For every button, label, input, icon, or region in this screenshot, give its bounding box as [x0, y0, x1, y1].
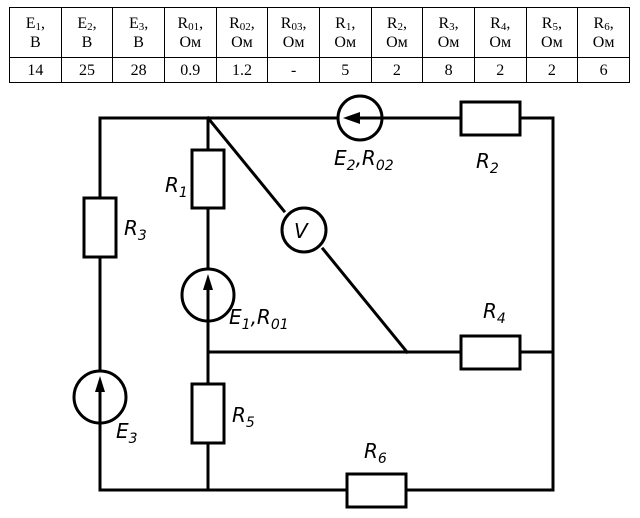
- value-cell-r01: 0.9: [163, 57, 217, 83]
- resistor-r5: [190, 382, 226, 445]
- label-e3: E3: [116, 419, 138, 447]
- header-cell-r3: R3,Ом: [422, 7, 475, 58]
- label-e1-r01: E1,R01: [229, 305, 289, 333]
- resistor-r4: [459, 334, 522, 371]
- label-r5: R5: [232, 403, 255, 431]
- header-row: E1,В E2,В E3,В R01,Ом R02,Ом R03,Ом R1,О…: [9, 7, 630, 58]
- header-cell-e3: E3,В: [112, 7, 165, 58]
- header-cell-r03: R03,Ом: [267, 7, 320, 58]
- parameters-table: E1,В E2,В E3,В R01,Ом R02,Ом R03,Ом R1,О…: [9, 7, 630, 83]
- value-cell-e2: 25: [60, 57, 114, 83]
- header-cell-e2: E2,В: [60, 7, 114, 58]
- label-r2: R2: [476, 149, 499, 177]
- label-r3: R3: [124, 216, 147, 244]
- wire-voltmeter-lower: [320, 246, 410, 355]
- source-e2-icon: [336, 94, 384, 142]
- circuit-wires: [98, 115, 555, 492]
- value-cell-r2: 2: [370, 57, 424, 83]
- header-cell-e1: E1,В: [9, 7, 62, 58]
- label-e2-r02: E2,R02: [334, 146, 394, 174]
- resistor-r1: [190, 148, 226, 210]
- label-r1: R1: [165, 173, 188, 201]
- resistor-r3: [82, 196, 118, 259]
- source-e1-icon: [180, 267, 236, 324]
- value-row: 14 25 28 0.9 1.2 - 5 2 8 2 2 6: [9, 57, 630, 83]
- resistor-r2: [459, 100, 522, 137]
- voltmeter-label: V: [294, 219, 309, 243]
- label-r4: R4: [483, 299, 506, 327]
- voltmeter-icon: V: [280, 206, 328, 254]
- value-cell-e3: 28: [112, 57, 165, 83]
- source-e3-icon: [72, 369, 128, 426]
- header-cell-r5: R5,Ом: [525, 7, 579, 58]
- value-cell-r6: 6: [577, 57, 630, 83]
- header-cell-r6: R6,Ом: [577, 7, 630, 58]
- wire-voltmeter-upper: [205, 115, 287, 214]
- value-cell-r3: 8: [422, 57, 475, 83]
- resistor-r6: [345, 472, 408, 509]
- value-cell-r1: 5: [318, 57, 372, 83]
- label-r6: R6: [364, 439, 387, 467]
- header-cell-r2: R2,Ом: [370, 7, 424, 58]
- value-cell-e1: 14: [9, 57, 62, 83]
- value-cell-r03: -: [267, 57, 320, 83]
